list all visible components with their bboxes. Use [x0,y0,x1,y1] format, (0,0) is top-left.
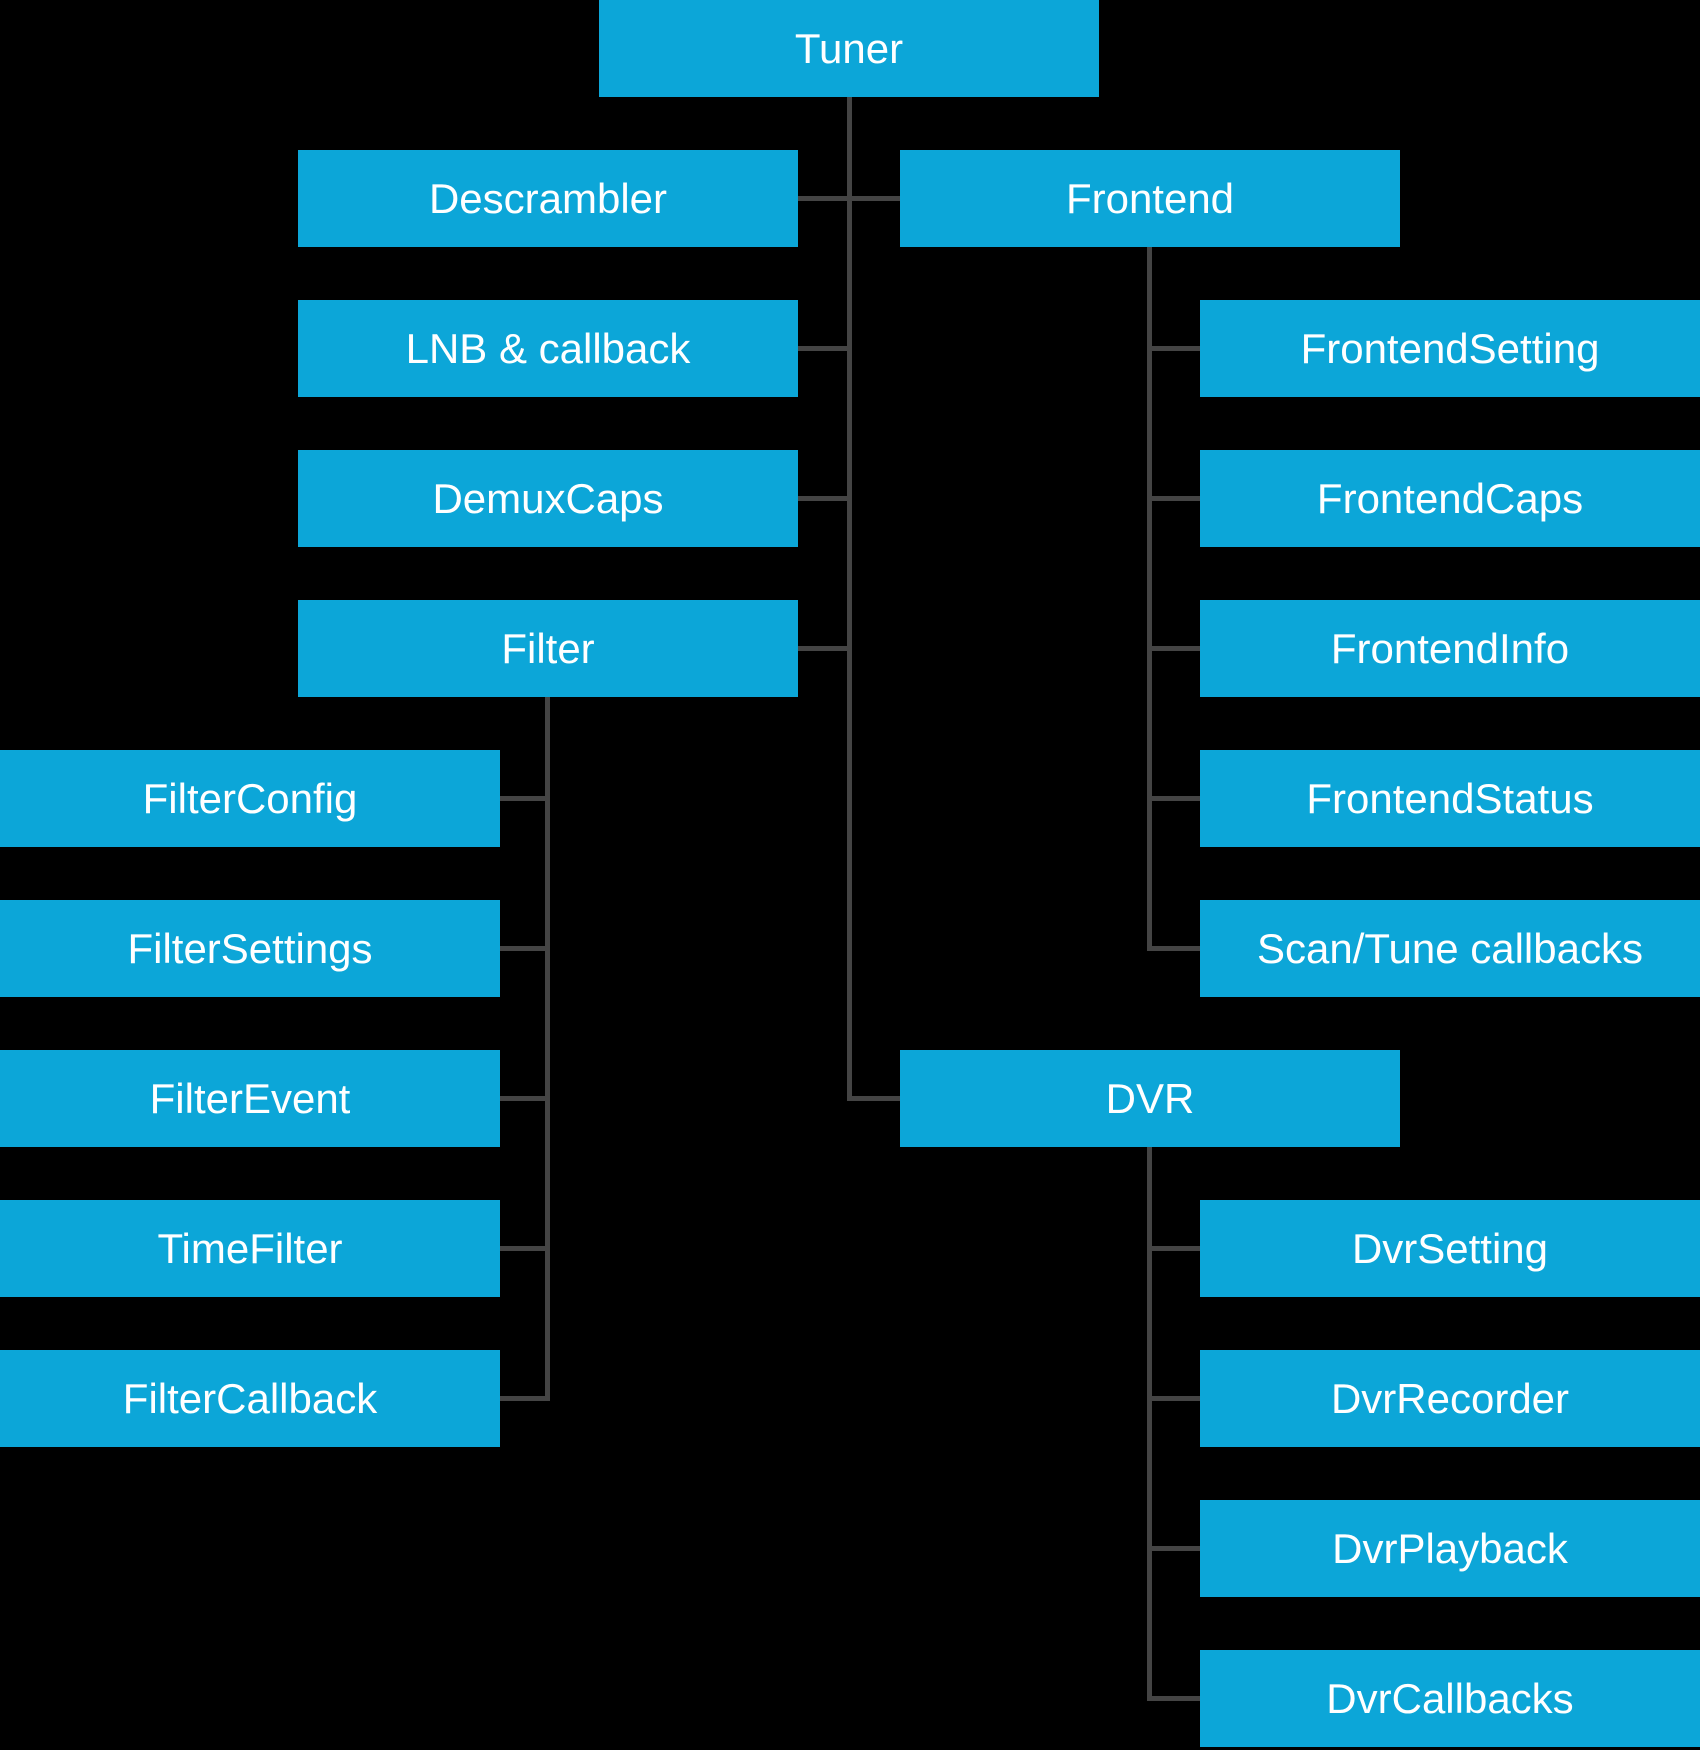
connector-frontendcaps-stub [1147,496,1200,501]
node-frontendstatus: FrontendStatus [1200,750,1700,847]
node-dvrplayback: DvrPlayback [1200,1500,1700,1597]
connector-frontendsetting-stub [1147,346,1200,351]
connector-demuxcaps-stub [798,496,852,501]
node-dvr: DVR [900,1050,1400,1147]
node-dvrsetting: DvrSetting [1200,1200,1700,1297]
connector-frontend-trunk [1147,247,1152,951]
connector-frontendinfo-stub [1147,646,1200,651]
connector-dvrsetting-stub [1147,1246,1200,1251]
node-filtercallback: FilterCallback [0,1350,500,1447]
node-filter: Filter [298,600,798,697]
node-timefilter: TimeFilter [0,1200,500,1297]
node-frontendcaps: FrontendCaps [1200,450,1700,547]
node-dvrcallbacks: DvrCallbacks [1200,1650,1700,1747]
node-demuxcaps: DemuxCaps [298,450,798,547]
connector-filterevent-stub [500,1096,550,1101]
connector-filterconfig-stub [500,796,550,801]
connector-dvrplayback-stub [1147,1546,1200,1551]
connector-dvrcallbacks-stub [1147,1696,1200,1701]
node-frontendsetting: FrontendSetting [1200,300,1700,397]
connector-filter-stub [798,646,852,651]
connector-timefilter-stub [500,1246,550,1251]
connector-dvrrecorder-stub [1147,1396,1200,1401]
connector-filter-trunk [545,697,550,1401]
node-lnb-callback: LNB & callback [298,300,798,397]
node-frontend: Frontend [900,150,1400,247]
connector-descrambler-frontend [798,196,900,201]
connector-lnb-stub [798,346,852,351]
node-dvrrecorder: DvrRecorder [1200,1350,1700,1447]
node-scantune-callbacks: Scan/Tune callbacks [1200,900,1700,997]
node-filterconfig: FilterConfig [0,750,500,847]
connector-tuner-trunk [847,97,852,1101]
connector-dvr-trunk [1147,1147,1152,1701]
connector-dvr-stub [847,1096,900,1101]
connector-filtercallback-stub [500,1396,550,1401]
node-descrambler: Descrambler [298,150,798,247]
node-filtersettings: FilterSettings [0,900,500,997]
node-frontendinfo: FrontendInfo [1200,600,1700,697]
connector-filtersettings-stub [500,946,550,951]
connector-scantune-stub [1147,946,1200,951]
node-filterevent: FilterEvent [0,1050,500,1147]
connector-frontendstatus-stub [1147,796,1200,801]
node-tuner: Tuner [599,0,1099,97]
